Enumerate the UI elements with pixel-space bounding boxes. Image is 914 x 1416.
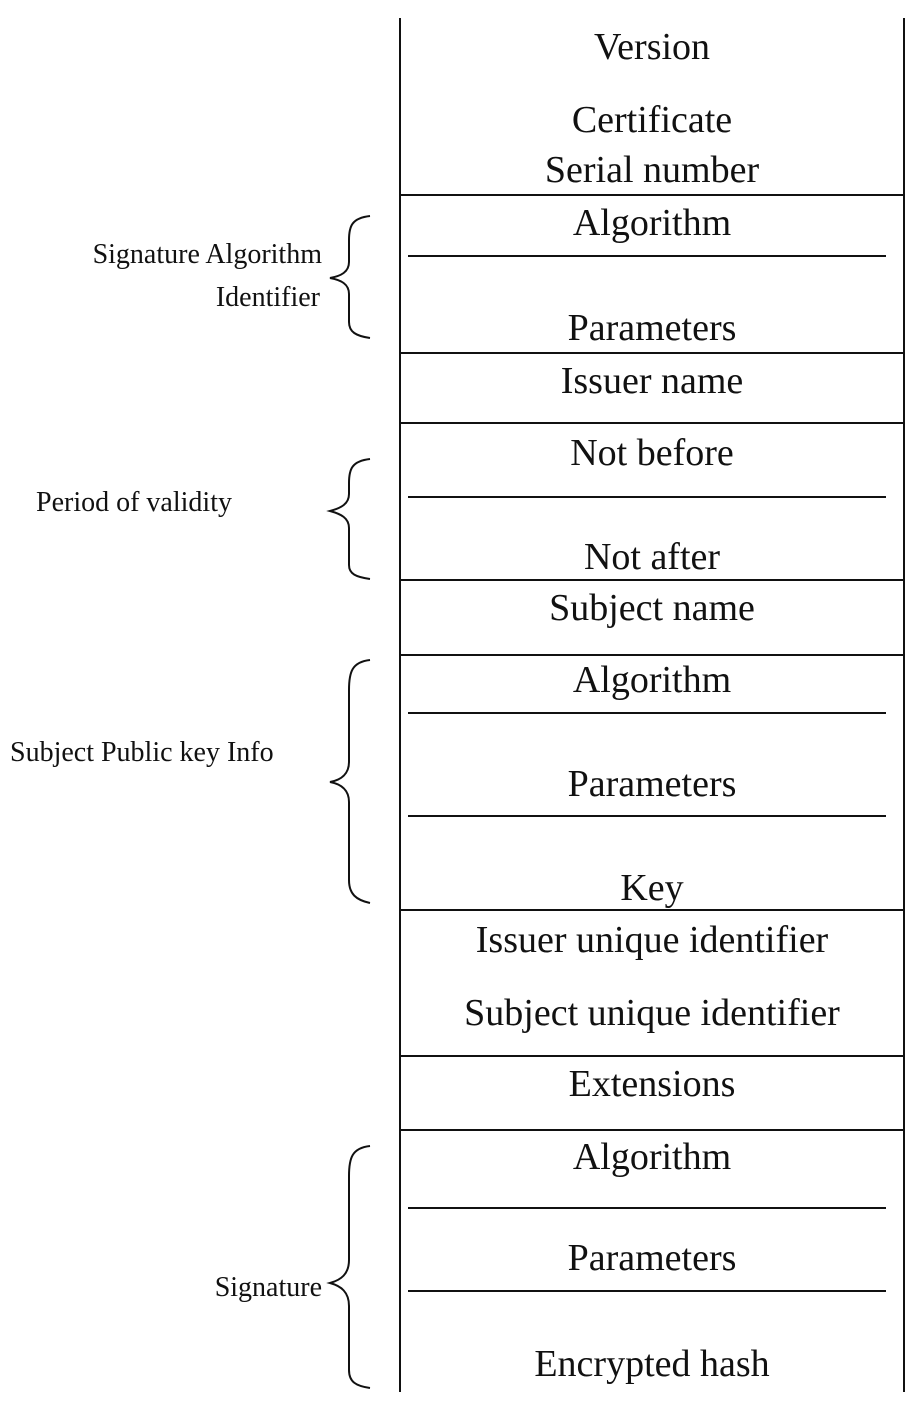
field-not-after: Not after xyxy=(584,536,720,578)
field-extensions: Extensions xyxy=(569,1063,736,1105)
label-signature-algorithm-identifier-line1: Signature Algorithm xyxy=(93,239,323,270)
brace-period-of-validity xyxy=(326,458,371,580)
field-pk-algorithm: Algorithm xyxy=(573,659,731,701)
field-subject-name: Subject name xyxy=(549,587,755,629)
field-sig-parameters: Parameters xyxy=(568,307,737,349)
field-subject-unique-id: Subject unique identifier xyxy=(464,992,840,1034)
field-issuer-name: Issuer name xyxy=(561,360,744,402)
field-not-before: Not before xyxy=(570,432,734,474)
field-encrypted-hash: Encrypted hash xyxy=(534,1343,769,1385)
brace-signature-algorithm-identifier xyxy=(329,215,371,339)
label-signature-algorithm-identifier-line2: Identifier xyxy=(216,282,321,313)
field-pk-parameters: Parameters xyxy=(568,763,737,805)
field-version: Version xyxy=(594,26,710,68)
brace-signature xyxy=(326,1145,371,1389)
brace-subject-public-key-info xyxy=(329,659,371,904)
field-issuer-unique-id: Issuer unique identifier xyxy=(476,919,829,961)
field-signature-parameters: Parameters xyxy=(568,1237,737,1279)
field-sig-algorithm: Algorithm xyxy=(573,202,731,244)
field-signature-algorithm: Algorithm xyxy=(573,1136,731,1178)
field-serial-number: Serial number xyxy=(545,149,760,191)
field-certificate: Certificate xyxy=(572,99,732,141)
field-pk-key: Key xyxy=(620,867,683,909)
label-period-of-validity: Period of validity xyxy=(36,487,232,518)
label-signature: Signature xyxy=(215,1272,322,1303)
label-subject-public-key-info: Subject Public key Info xyxy=(10,737,274,768)
